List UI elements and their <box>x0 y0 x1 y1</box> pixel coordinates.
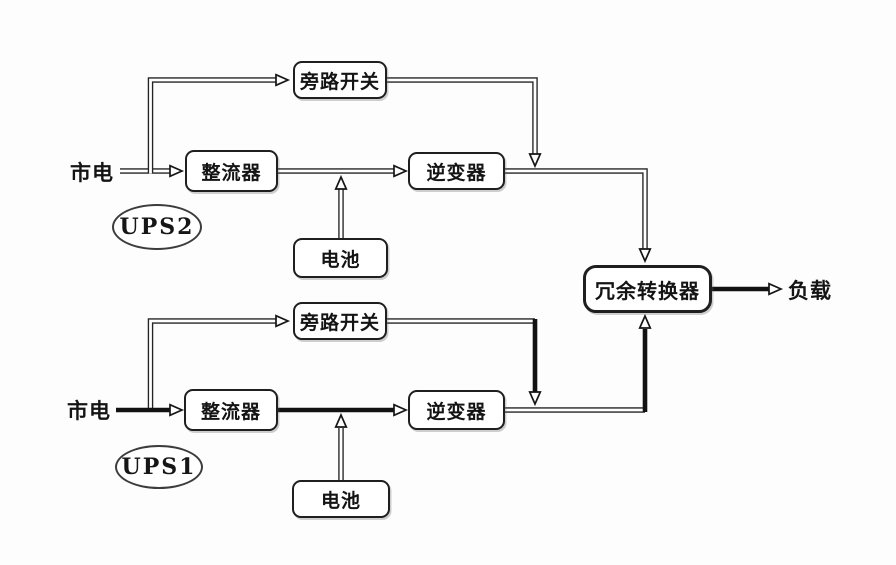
arrowhead-ups2-battery-up <box>334 174 348 190</box>
node-ups2-inverter: 逆变器 <box>408 152 505 190</box>
arrowhead-into-ups1-rectifier <box>169 403 185 417</box>
arrowhead-ups1-bypass-drop <box>528 391 542 407</box>
ups2-source-label: 市电 <box>70 161 114 185</box>
edge-ups2-bypass-to-inverter-line <box>387 77 538 155</box>
ups1-source-label: 市电 <box>67 399 111 423</box>
node-redundancy-converter: 冗余转换器 <box>583 265 712 313</box>
arrowhead-ups2-bypass-drop <box>528 153 542 169</box>
arrowhead-into-ups2-rectifier <box>169 164 185 178</box>
arrowhead-into-ups2-inverter <box>393 164 409 178</box>
ups1-unit-badge: UPS1 <box>115 445 203 489</box>
arrowhead-into-ups2-bypass <box>275 73 291 87</box>
node-ups1-rectifier: 整流器 <box>184 389 278 431</box>
node-ups2-rectifier: 整流器 <box>185 150 278 192</box>
load-label: 负载 <box>788 279 832 303</box>
node-ups1-inverter: 逆变器 <box>408 390 505 430</box>
edge-ups2-branch-to-bypass <box>147 77 277 174</box>
arrowhead-ups1-battery-up <box>334 412 348 428</box>
edge-ups1-branch-to-bypass <box>147 318 277 410</box>
edge-ups2-inverter-to-converter <box>505 168 648 250</box>
node-ups1-bypass-switch: 旁路开关 <box>293 302 387 340</box>
node-ups2-battery: 电池 <box>293 238 388 278</box>
node-ups2-bypass-switch: 旁路开关 <box>293 61 387 99</box>
arrowhead-into-converter-top <box>638 248 652 264</box>
ups2-unit-badge: UPS2 <box>112 204 202 250</box>
arrowhead-into-ups1-bypass <box>275 314 291 328</box>
node-ups1-battery: 电池 <box>292 480 390 518</box>
arrowhead-into-load <box>768 282 784 296</box>
arrowhead-into-converter-bottom <box>638 313 652 329</box>
arrowhead-into-ups1-inverter <box>393 403 409 417</box>
